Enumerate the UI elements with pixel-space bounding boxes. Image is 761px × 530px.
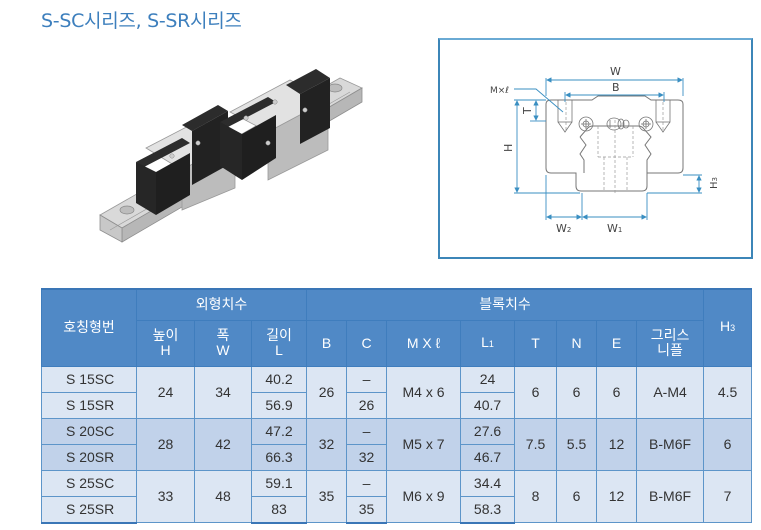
cell-L: 47.2 bbox=[250, 417, 308, 445]
cell-L: 40.2 bbox=[250, 365, 308, 393]
cell-N: 6 bbox=[556, 469, 598, 523]
cell-H3: 6 bbox=[703, 417, 753, 471]
cell-B: 26 bbox=[306, 365, 348, 419]
cell-L1: 34.4 bbox=[460, 469, 516, 497]
cell-W: 34 bbox=[194, 365, 252, 419]
cell-model: S 20SC bbox=[41, 417, 137, 445]
label-B: B bbox=[612, 81, 620, 94]
cell-L1: 24 bbox=[460, 365, 516, 393]
block-small bbox=[136, 105, 236, 215]
header-C: C bbox=[346, 319, 388, 367]
header-M-l: M X ℓ bbox=[386, 319, 462, 367]
cell-T: 7.5 bbox=[514, 417, 558, 471]
cell-L: 66.3 bbox=[250, 443, 308, 471]
cell-M-l: M5 x 7 bbox=[386, 417, 462, 471]
header-outer-dimensions: 외형치수 bbox=[135, 288, 308, 321]
cell-L: 56.9 bbox=[250, 391, 308, 419]
header-block-dimensions: 블록치수 bbox=[306, 288, 705, 321]
label-H3: H3 bbox=[709, 177, 720, 189]
header-model: 호칭형번 bbox=[41, 288, 137, 367]
cell-E: 12 bbox=[596, 417, 638, 471]
cell-B: 35 bbox=[306, 469, 348, 523]
cell-M-l: M6 x 9 bbox=[386, 469, 462, 523]
label-M-l: M×ℓ bbox=[490, 86, 509, 96]
cell-H3: 4.5 bbox=[703, 365, 753, 419]
header-E: E bbox=[596, 319, 638, 367]
label-T: T bbox=[521, 107, 534, 115]
cell-C: – bbox=[346, 365, 388, 393]
cell-W: 42 bbox=[194, 417, 252, 471]
cell-C: – bbox=[346, 417, 388, 445]
label-W: W bbox=[610, 65, 621, 78]
cell-H: 24 bbox=[136, 365, 195, 419]
header-B: B bbox=[306, 319, 348, 367]
cross-section-diagram: W B M×ℓ T H H3 W2 W1 bbox=[438, 38, 753, 259]
cell-C: 32 bbox=[346, 443, 388, 471]
block-outline bbox=[545, 95, 684, 192]
cell-L1: 46.7 bbox=[460, 443, 516, 471]
table-row: S 15SC 24 34 40.2 26 – M4 x 6 24 6 6 6 A… bbox=[41, 365, 753, 419]
label-W1: W1 bbox=[607, 222, 622, 235]
rail-outline bbox=[579, 125, 652, 173]
cell-L: 83 bbox=[250, 495, 308, 524]
cell-C: – bbox=[346, 469, 388, 497]
header-T: T bbox=[514, 319, 558, 367]
cell-H: 28 bbox=[136, 417, 195, 471]
block-large bbox=[220, 69, 330, 181]
table-row: S 15SR 56.9 26 40.7 bbox=[41, 391, 752, 419]
cell-grease: B-M6F bbox=[636, 469, 705, 523]
cell-L1: 27.6 bbox=[460, 417, 516, 445]
page-title: S-SC시리즈, S-SR시리즈 bbox=[41, 10, 242, 32]
cell-model: S 25SR bbox=[41, 495, 137, 524]
cell-model: S 20SR bbox=[41, 443, 137, 471]
cell-T: 8 bbox=[514, 469, 558, 523]
cell-L: 59.1 bbox=[250, 469, 308, 497]
cell-E: 6 bbox=[596, 365, 638, 419]
table-row: S 25SC 33 48 59.1 35 – M6 x 9 34.4 8 6 1… bbox=[41, 469, 753, 523]
label-W2: W2 bbox=[556, 222, 571, 235]
cell-model: S 15SR bbox=[41, 391, 137, 419]
cell-H3: 7 bbox=[703, 469, 753, 523]
cell-L1: 40.7 bbox=[460, 391, 516, 419]
cell-M-l: M4 x 6 bbox=[386, 365, 462, 419]
cell-E: 12 bbox=[596, 469, 638, 523]
table-row: S 25SR 83 35 58.3 bbox=[41, 495, 752, 524]
cell-C: 35 bbox=[346, 495, 388, 524]
label-H: H bbox=[502, 144, 515, 152]
cell-grease: A-M4 bbox=[636, 365, 705, 419]
header-h3: H3 bbox=[703, 288, 753, 367]
cell-B: 32 bbox=[306, 417, 348, 471]
cell-model: S 15SC bbox=[41, 365, 137, 393]
cell-W: 48 bbox=[194, 469, 252, 523]
table-row: S 20SC 28 42 47.2 32 – M5 x 7 27.6 7.5 5… bbox=[41, 417, 753, 471]
cell-T: 6 bbox=[514, 365, 558, 419]
product-image bbox=[99, 69, 363, 243]
cell-C: 26 bbox=[346, 391, 388, 419]
header-N: N bbox=[556, 319, 598, 367]
cell-H: 33 bbox=[136, 469, 195, 523]
header-L1: L1 bbox=[460, 319, 516, 367]
cell-grease: B-M6F bbox=[636, 417, 705, 471]
cell-L1: 58.3 bbox=[460, 495, 516, 524]
cell-model: S 25SC bbox=[41, 469, 137, 497]
cell-N: 5.5 bbox=[556, 417, 598, 471]
cell-N: 6 bbox=[556, 365, 598, 419]
